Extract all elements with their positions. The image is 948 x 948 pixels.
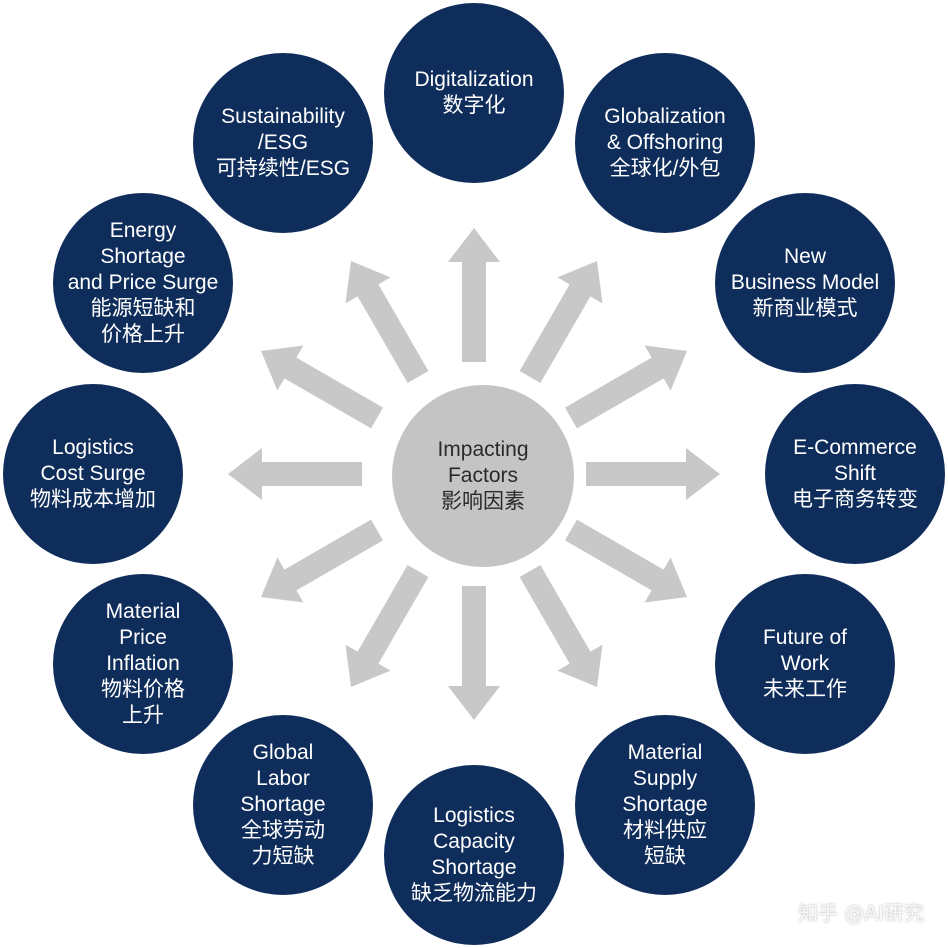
factor-node-global-labor-shortage: Global Labor Shortage 全球劳动 力短缺: [193, 715, 373, 895]
factor-node-new-business-model: New Business Model 新商业模式: [715, 193, 895, 373]
factor-label-line: and Price Surge: [67, 271, 219, 294]
factor-label-line: Material: [105, 600, 181, 623]
factor-label-line: Shortage: [622, 793, 708, 816]
factor-node-e-commerce-shift: E-Commerce Shift 电子商务转变: [765, 384, 945, 564]
factor-label-line: 上升: [122, 704, 164, 727]
factor-label-line: 新商业模式: [752, 297, 858, 320]
factor-label-line: & Offshoring: [606, 131, 724, 154]
factor-label-line: 可持续性/ESG: [215, 157, 351, 180]
factor-label-line: 未来工作: [763, 678, 847, 701]
factor-label-line: 全球化/外包: [609, 157, 721, 180]
watermark: 知乎 @AI研究: [798, 901, 924, 925]
factor-label-line: Business Model: [730, 271, 880, 294]
factor-node-future-of-work: Future of Work 未来工作: [715, 574, 895, 754]
factor-label-line: 价格上升: [101, 323, 185, 346]
factor-label-line: Logistics: [433, 804, 515, 827]
factor-label-line: 短缺: [644, 845, 686, 868]
factor-label-line: Global: [252, 741, 314, 764]
arrow-to-material-price-inflation: [261, 519, 383, 603]
factor-label-line: Globalization: [604, 105, 726, 128]
factor-node-sustainability-esg: Sustainability /ESG 可持续性/ESG: [193, 53, 373, 233]
arrow-to-e-commerce-shift: [586, 448, 720, 500]
factor-label-line: 缺乏物流能力: [411, 882, 537, 905]
factor-label-line: 电子商务转变: [792, 488, 918, 511]
arrow-to-logistics-capacity-shortage: [448, 586, 500, 720]
factor-label-line: Shift: [833, 462, 877, 485]
arrow-to-new-business-model: [565, 345, 687, 429]
center-label-line-1: Impacting: [437, 438, 529, 461]
arrow-to-sustainability-esg: [345, 261, 429, 383]
factor-label-line: 材料供应: [623, 819, 707, 842]
factor-label-line: Energy: [109, 219, 177, 242]
factor-label-line: Logistics: [52, 436, 134, 459]
factor-label-line: Future of: [762, 626, 848, 649]
factor-node-logistics-cost-surge: Logistics Cost Surge 物料成本增加: [3, 384, 183, 564]
arrow-to-digitalization: [448, 228, 500, 362]
factor-label-line: Shortage: [100, 245, 186, 268]
arrow-to-energy-shortage: [261, 345, 383, 429]
factor-label-line: New: [783, 245, 826, 268]
factor-label-line: 全球劳动: [241, 819, 325, 842]
factor-label-line: Labor: [256, 767, 310, 790]
factor-label-line: 数字化: [442, 94, 506, 117]
arrow-to-global-labor-shortage: [345, 565, 429, 687]
factor-label-line: Digitalization: [414, 68, 534, 91]
factor-label-line: 能源短缺和: [90, 297, 196, 320]
factor-label-line: E-Commerce: [793, 436, 917, 459]
factor-label-line: Cost Surge: [40, 462, 146, 485]
factor-label-line: Price: [119, 626, 167, 649]
factor-label-line: 物料价格: [101, 678, 185, 701]
factor-label-line: 物料成本增加: [30, 488, 156, 511]
arrow-to-globalization: [519, 261, 603, 383]
factor-label-line: Capacity: [433, 830, 515, 853]
factor-node-digitalization: Digitalization 数字化: [384, 3, 564, 183]
arrow-to-future-of-work: [565, 519, 687, 603]
center-label-line-2: Factors: [447, 464, 518, 487]
factor-label-line: 力短缺: [251, 845, 315, 868]
center-node-impacting-factors: Impacting Factors 影响因素: [392, 385, 574, 567]
arrow-to-material-supply-shortage: [519, 565, 603, 687]
factor-label-line: Shortage: [240, 793, 326, 816]
factor-label-line: /ESG: [257, 131, 309, 154]
factor-node-globalization: Globalization & Offshoring 全球化/外包: [575, 53, 755, 233]
factor-label-line: Material: [627, 741, 703, 764]
factor-label-line: Work: [780, 652, 830, 675]
arrow-to-logistics-cost-surge: [228, 448, 362, 500]
factor-node-material-supply-shortage: Material Supply Shortage 材料供应 短缺: [575, 715, 755, 895]
factor-label-line: Supply: [632, 767, 698, 790]
factor-node-energy-shortage: Energy Shortage and Price Surge 能源短缺和 价格…: [53, 193, 233, 373]
factor-node-logistics-capacity-shortage: Logistics Capacity Shortage 缺乏物流能力: [384, 765, 564, 945]
factor-label-line: Shortage: [431, 856, 517, 879]
factor-label-line: Sustainability: [221, 105, 345, 128]
factor-node-material-price-inflation: Material Price Inflation 物料价格 上升: [53, 574, 233, 754]
center-label-line-3: 影响因素: [441, 490, 525, 513]
factor-label-line: Inflation: [106, 652, 180, 675]
